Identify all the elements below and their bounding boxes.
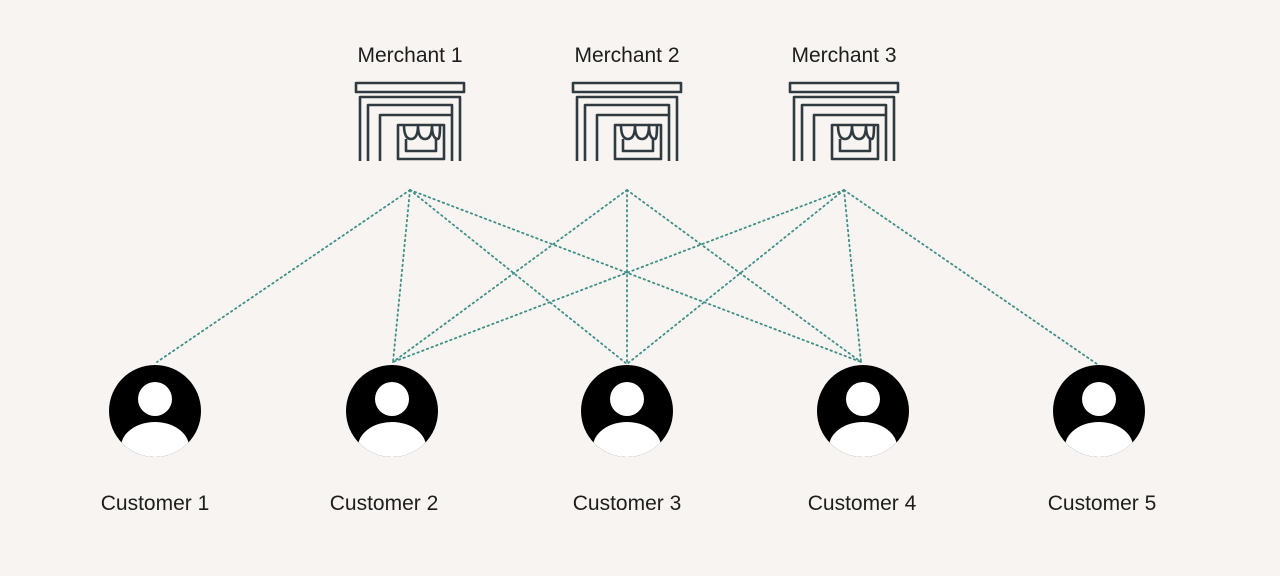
- link-merchant-3-customer-5: [843, 189, 1098, 365]
- store-icon: [571, 81, 683, 161]
- customer-3-label: Customer 3: [572, 492, 682, 515]
- link-merchant-2-customer-4: [626, 189, 862, 363]
- customer-4-label: Customer 4: [807, 492, 917, 515]
- link-merchant-1-customer-4: [409, 189, 862, 363]
- store-icon: [354, 81, 466, 161]
- merchant-1-label: Merchant 1: [357, 44, 463, 67]
- store-icon: [788, 81, 900, 161]
- customer-1-label: Customer 1: [100, 492, 210, 515]
- user-avatar-icon: [109, 365, 201, 457]
- link-merchant-3-customer-4: [843, 189, 862, 363]
- merchant-3-label: Merchant 3: [791, 44, 897, 67]
- link-merchant-1-customer-1: [156, 189, 411, 363]
- user-avatar-icon: [346, 365, 438, 457]
- user-avatar-icon: [1053, 365, 1145, 457]
- user-avatar-icon: [817, 365, 909, 457]
- customer-2-label: Customer 2: [329, 492, 439, 515]
- link-merchant-3-customer-3: [626, 189, 845, 365]
- link-merchant-2-customer-2: [392, 189, 628, 363]
- customer-5-label: Customer 5: [1047, 492, 1157, 515]
- merchant-2-label: Merchant 2: [574, 44, 680, 67]
- user-avatar-icon: [581, 365, 673, 457]
- link-merchant-3-customer-2: [392, 189, 845, 363]
- link-merchant-1-customer-2: [392, 189, 411, 363]
- link-merchant-1-customer-3: [409, 189, 628, 365]
